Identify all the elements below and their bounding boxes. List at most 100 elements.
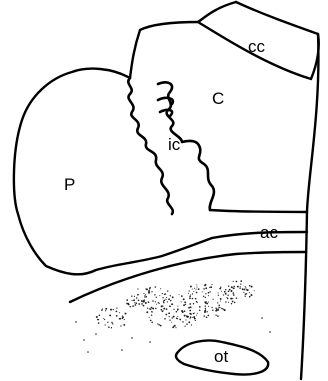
stipple-dot [157,323,158,324]
label-c: C [212,89,224,108]
stipple-dot [205,305,206,306]
stipple-dot [223,294,224,295]
stipple-dot [209,291,210,292]
stipple-dot [217,315,219,317]
stipple-dot [184,310,186,312]
stipple-dot [112,323,113,324]
stipple-dot [170,300,171,301]
stipple-dot [167,290,168,291]
stipple-dot [176,311,178,313]
stipple-dot [224,309,226,311]
stipple-dot [177,318,178,319]
stipple-dot [227,294,228,295]
stipple-dot [236,297,238,299]
stipple-dot [164,318,166,320]
stipple-dot [206,301,207,302]
stipple-dot [220,301,221,302]
stipple-dot [75,321,77,323]
stipple-dot [177,306,178,307]
stipple-dot [128,304,130,306]
stipple-dot [116,315,118,317]
stipple-dot [121,349,123,351]
stipple-dot [194,312,195,313]
stipple-dot [172,327,174,329]
stipple-dot [190,294,191,295]
stipple-dot [211,284,212,285]
stipple-dot [119,312,120,313]
stipple-dot [124,319,125,320]
stipple-dot [184,301,186,303]
stipple-dot [165,299,166,300]
stipple-dot [101,309,103,311]
stipple-dot [173,316,175,318]
stipple-dot [160,288,161,289]
stipple-dot [104,319,105,320]
stipple-dot [134,296,135,297]
stipple-dot [156,304,157,305]
stipple-dot [205,287,207,289]
stipple-dot [233,294,235,296]
stipple-dot [131,296,132,297]
stipple-dot [231,290,233,292]
stipple-dot [122,318,124,320]
stipple-dot [154,294,155,295]
stipple-dot [191,324,192,325]
stipple-dot [233,281,234,282]
stipple-dot [147,308,148,309]
stipple-dot [183,298,185,300]
stipple-dot [135,304,137,306]
stipple-dot [205,309,206,310]
stipple-dot [249,292,250,293]
stipple-dot [237,286,239,288]
stipple-dot [162,297,163,298]
stipple-dot [194,288,195,289]
stipple-dot [222,308,223,309]
stipple-dot [181,295,183,297]
label-p: P [64,175,75,194]
stipple-dot [145,302,147,304]
stipple-dot [218,292,219,293]
stipple-dot [145,294,146,295]
stipple-dot [132,305,134,307]
stipple-dot [219,288,221,290]
stipple-dot [249,285,251,287]
stipple-dot [198,288,200,290]
stipple-dot [150,320,152,322]
stipple-dot [99,315,101,317]
stipple-dot [151,322,153,324]
stipple-dot [218,295,219,296]
stipple-dot [161,309,163,311]
stipple-dot [179,319,181,321]
stipple-dot [192,293,193,294]
stipple-dot [151,314,152,315]
stipple-dot [189,318,190,319]
stipple-dot [181,301,182,302]
stipple-dot [208,301,209,302]
stipple-dot [171,322,172,323]
stipple-dot [196,286,197,287]
stipple-dot [225,293,227,295]
stipple-dot [236,281,238,283]
stipple-dot [242,288,244,290]
stipple-dot [245,296,246,297]
stipple-dot [143,300,145,302]
stipple-dot [148,290,150,292]
stipple-dot [146,311,148,313]
stipple-dot [186,323,188,325]
stipple-dot [137,288,138,289]
anterior-commissure-bottom [70,252,305,302]
stipple-dot [149,317,150,318]
stipple-dot [160,325,162,327]
stipple-dot [209,287,210,288]
stipple-dot [199,306,201,308]
stipple-dot [207,311,208,312]
stipple-dot [190,286,192,288]
stipple-dot [163,308,165,310]
stipple-dot [138,303,140,305]
stipple-dot [178,309,179,310]
stipple-dot [239,288,240,289]
stipple-dot [195,289,196,290]
stipple-dot [169,319,170,320]
stipple-dot [107,322,108,323]
stipple-dot [177,316,178,317]
